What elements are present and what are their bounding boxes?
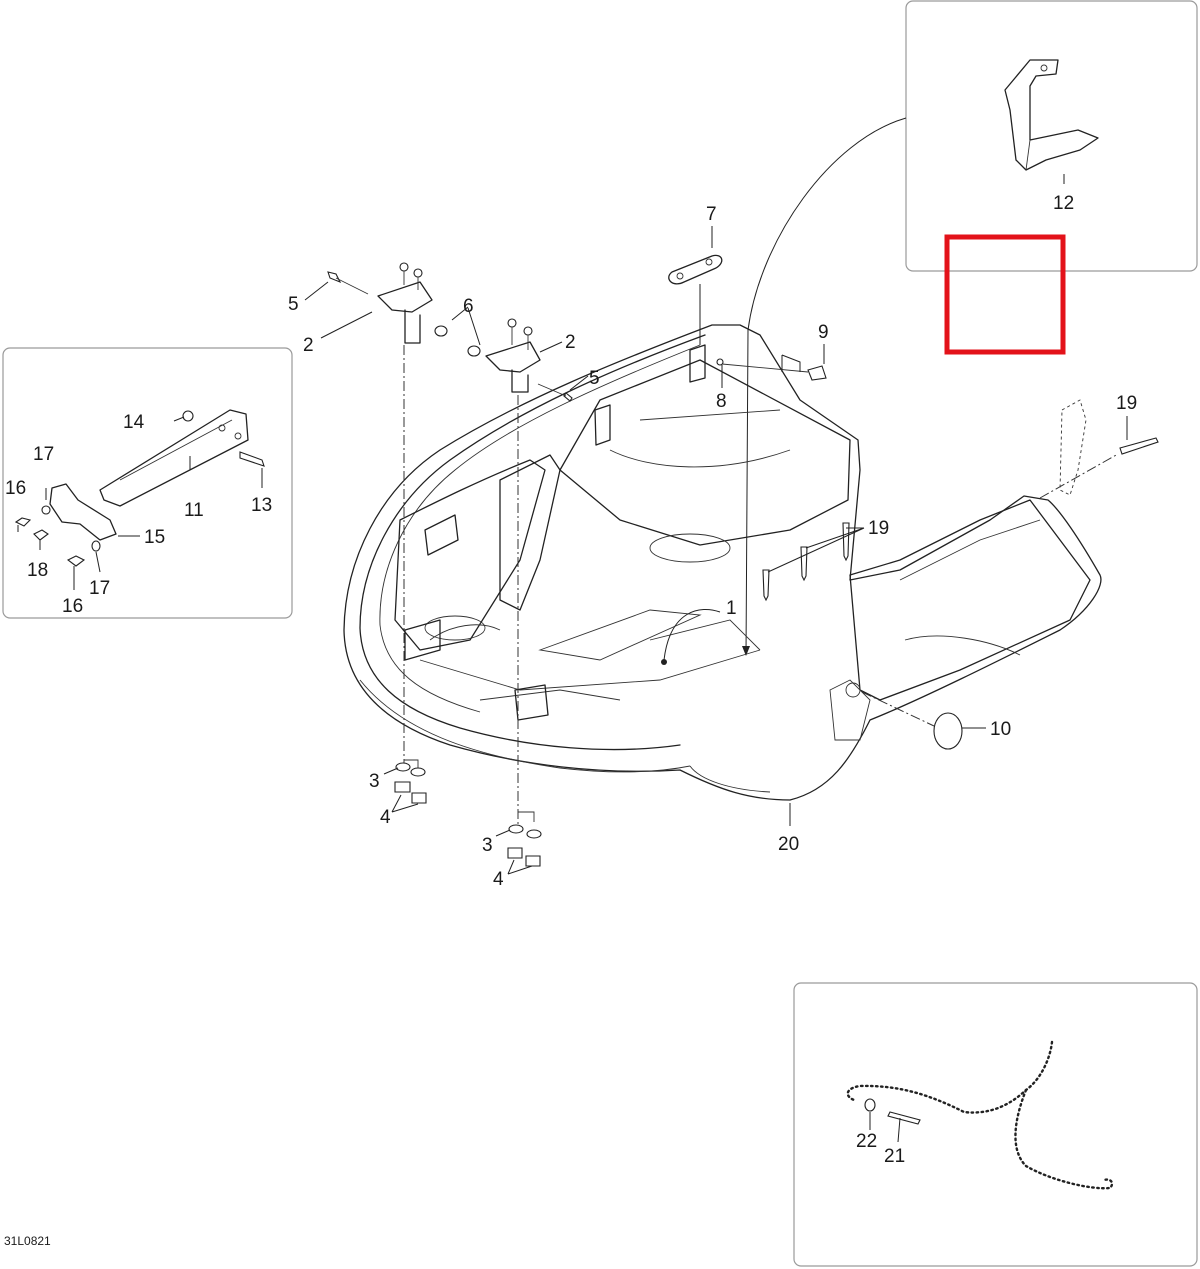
strap-7 [668, 254, 723, 285]
callout-21: 21 [884, 1146, 905, 1167]
callout-3-right: 3 [482, 835, 493, 856]
inset-bracket-12: 12 [905, 0, 1198, 272]
callout-13: 13 [251, 495, 272, 516]
rivets-19 [762, 399, 1159, 602]
callout-6: 6 [463, 296, 474, 317]
callout-11: 11 [184, 500, 204, 521]
callout-9: 9 [818, 322, 829, 343]
callout-18: 18 [27, 560, 48, 581]
callout-10: 10 [990, 719, 1011, 740]
callout-14: 14 [123, 412, 145, 433]
callout-4-right: 4 [493, 869, 504, 890]
callout-4-left: 4 [380, 807, 391, 828]
washers-nuts-right [507, 811, 542, 867]
callout-1: 1 [726, 598, 737, 619]
hinge-left [327, 262, 448, 344]
callout-2-right: 2 [565, 332, 576, 353]
leader-lines [304, 226, 1128, 875]
callout-3-left: 3 [369, 771, 380, 792]
washers-nuts-left [394, 759, 427, 804]
callout-20: 20 [778, 834, 799, 855]
highlight-box [944, 234, 1066, 355]
inset-bracket-11 [2, 347, 293, 619]
callout-17-bottom: 17 [89, 578, 110, 599]
callout-19-top: 19 [1116, 393, 1137, 414]
hinge-right [467, 318, 573, 402]
callout-17-top: 17 [33, 444, 54, 465]
main-body-assembly [343, 324, 1102, 801]
callouts: 1 2 2 3 3 4 4 5 5 6 7 8 9 10 11 13 14 15… [4, 204, 1137, 1248]
callout-16-top: 16 [5, 478, 26, 499]
callout-15: 15 [144, 527, 165, 548]
callout-5-right: 5 [589, 368, 600, 389]
callout-22: 22 [856, 1131, 877, 1152]
callout-8: 8 [716, 391, 727, 412]
plug-10 [861, 691, 986, 750]
leader-inset-to-hull [745, 117, 907, 656]
callout-2-left: 2 [303, 335, 314, 356]
callout-5-left: 5 [288, 294, 299, 315]
callout-16-bottom: 16 [62, 596, 83, 617]
callout-7: 7 [706, 204, 717, 225]
callout-19-mid: 19 [868, 518, 889, 539]
callout-12: 12 [1053, 193, 1074, 214]
screw-9 [716, 358, 827, 381]
drawing-code: 31L0821 [4, 1234, 51, 1248]
inset-cable-21-22 [793, 982, 1198, 1267]
